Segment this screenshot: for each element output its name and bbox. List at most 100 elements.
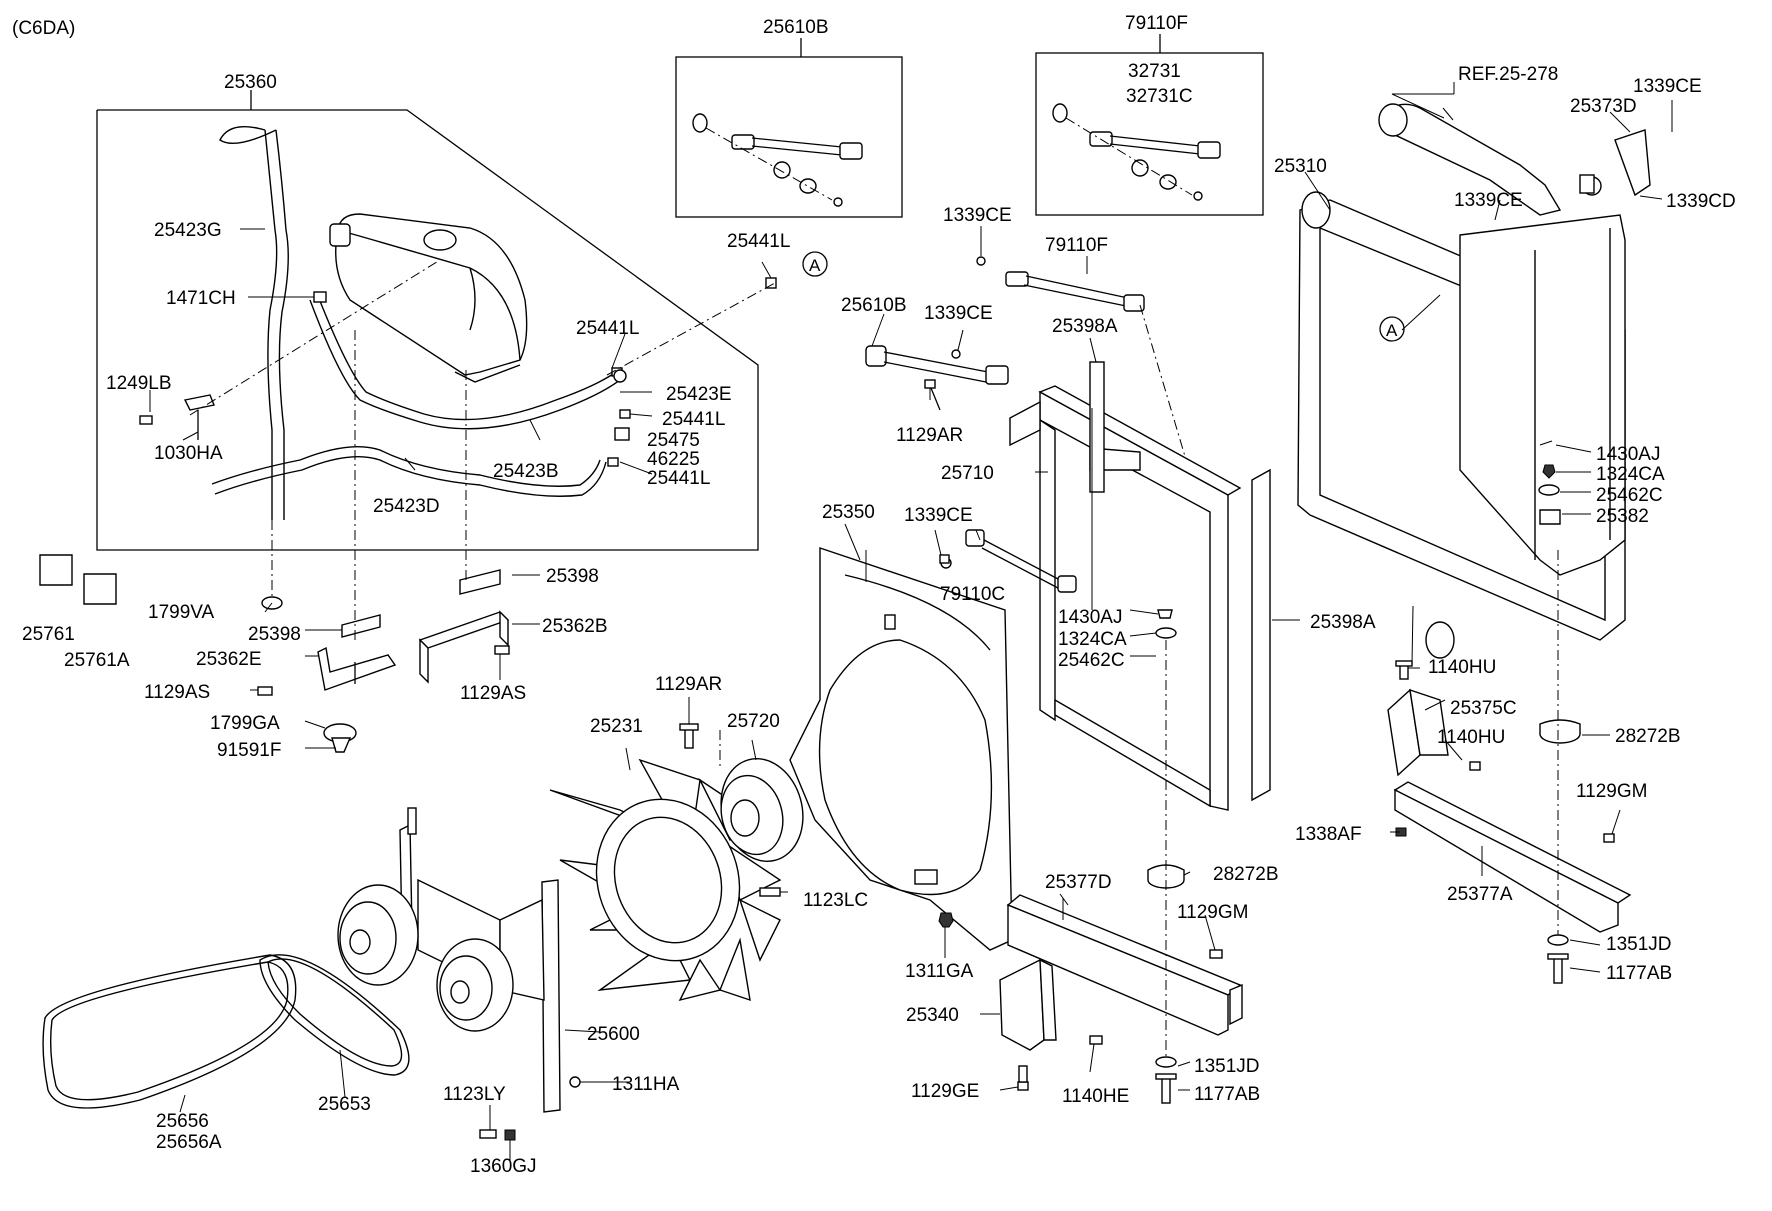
hose-kit-frame-25610b — [675, 38, 903, 218]
part-label: 1123LC — [803, 890, 868, 911]
part-label: 25398 — [546, 566, 599, 587]
part-label: 1140HU — [1428, 657, 1496, 678]
part-label: 25761A — [64, 650, 130, 671]
ref-marker-a: A — [1386, 321, 1398, 340]
mount-28272b-center — [1147, 864, 1185, 889]
belt-25653 — [259, 954, 410, 1076]
part-label: 1177AB — [1194, 1084, 1260, 1105]
part-label: 1324CA — [1596, 464, 1665, 485]
part-label: 1129GM — [1576, 781, 1647, 802]
part-label: 25373D — [1570, 96, 1637, 117]
part-label: 25656 — [156, 1111, 209, 1132]
part-label: 25720 — [727, 711, 780, 732]
part-label: 1324CA — [1058, 629, 1127, 650]
bracket-1030ha — [139, 394, 215, 440]
part-label: 1129GM — [1177, 902, 1248, 923]
radiator-right-stack — [1538, 440, 1581, 744]
shroud-25350 — [789, 547, 1013, 951]
fan-25231 — [549, 758, 782, 1002]
hose-kit-parts-79110f — [1052, 103, 1221, 201]
seal-25398a-vertical — [1089, 361, 1105, 493]
washer-stack-center — [1155, 609, 1177, 1104]
part-label: 25362B — [542, 616, 608, 637]
rod-79110f — [976, 256, 1193, 481]
part-label: 1249LB — [106, 373, 172, 394]
rod-79110c — [940, 529, 1077, 593]
bolt-1129ar-top — [924, 379, 941, 411]
part-label: 25360 — [224, 72, 277, 93]
reservoir-group-frame — [96, 90, 759, 551]
hose-kit-parts-25610b — [692, 113, 863, 207]
bracket-25340 — [999, 958, 1057, 1051]
bracket-25398-right — [459, 569, 501, 595]
crossmember-25377a — [1393, 781, 1632, 933]
part-label: 1471CH — [166, 288, 236, 309]
part-label: 1129GE — [911, 1081, 979, 1102]
bolt-1129ar-fan — [679, 723, 721, 770]
part-label: 1799GA — [210, 713, 280, 734]
part-label: 79110F — [1125, 13, 1188, 34]
bolts-1129as — [257, 645, 510, 696]
part-label: 25231 — [590, 716, 643, 737]
part-label: 1351JD — [1606, 934, 1672, 955]
bracket-25398-left — [341, 614, 381, 638]
engine-code-label: (C6DA) — [12, 18, 75, 39]
part-label: 28272B — [1615, 726, 1681, 747]
part-label: 25398A — [1052, 316, 1118, 337]
part-label: 25600 — [587, 1024, 640, 1045]
part-label: 25377D — [1045, 872, 1112, 893]
part-label: 25423E — [666, 384, 732, 405]
part-label: 25375C — [1450, 698, 1517, 719]
part-label: 25710 — [941, 463, 994, 484]
part-label: 25441L — [576, 318, 639, 339]
part-label: 1129AS — [144, 682, 210, 703]
bracket-25362e — [317, 646, 397, 691]
part-label: 25398 — [248, 624, 301, 645]
part-label: 25423D — [373, 496, 440, 517]
hose-25423d — [211, 446, 607, 497]
part-label: 25475 — [647, 430, 700, 451]
bolt-1123lc — [759, 887, 781, 897]
rod-25610b — [865, 345, 1009, 385]
clip-1471ch — [313, 291, 327, 303]
part-label: 1339CE — [1633, 76, 1702, 97]
crossmember-25377d — [1006, 894, 1243, 1036]
part-label: 1430AJ — [1596, 444, 1660, 465]
ref-marker-a: A — [809, 256, 821, 275]
part-label: 32731 — [1128, 61, 1181, 82]
belt-25656 — [42, 954, 297, 1109]
part-label: 25423G — [154, 220, 222, 241]
part-label: 25610B — [841, 295, 907, 316]
part-label: 25382 — [1596, 506, 1649, 527]
part-label: 1339CD — [1666, 191, 1736, 212]
part-label: REF.25-278 — [1458, 64, 1558, 85]
part-label: 25423B — [493, 461, 559, 482]
part-label: 79110F — [1045, 235, 1108, 256]
part-label: 25441L — [647, 468, 710, 489]
part-label: 1360GJ — [470, 1156, 537, 1177]
part-label: 1339CE — [943, 205, 1012, 226]
frame-25710 — [1009, 385, 1242, 811]
part-label: 25377A — [1447, 884, 1513, 905]
part-label: 1129AR — [896, 425, 963, 446]
part-label: 1311HA — [612, 1074, 680, 1095]
part-label: 79110C — [940, 584, 1005, 605]
part-label: 1339CE — [924, 303, 993, 324]
part-label: 1311GA — [905, 961, 974, 982]
part-label: 1129AS — [460, 683, 526, 704]
fan-clutch-25720 — [720, 758, 804, 862]
part-label: 25398A — [1310, 612, 1376, 633]
leader-lines-left — [149, 228, 776, 749]
part-label: 25761 — [22, 624, 75, 645]
part-label: 25610B — [763, 17, 829, 38]
part-label: 25362E — [196, 649, 262, 670]
part-label: 25441L — [662, 409, 725, 430]
part-label: 1140HE — [1062, 1086, 1129, 1107]
bracket-25375c — [1387, 688, 1449, 777]
part-label: 25340 — [906, 1005, 959, 1026]
bracket-25362b — [418, 610, 510, 684]
overflow-hose-25423g — [219, 126, 289, 520]
ref-marker-labels: A A — [809, 256, 1398, 340]
part-label: 32731C — [1126, 86, 1193, 107]
part-label: 1140HU — [1437, 727, 1505, 748]
